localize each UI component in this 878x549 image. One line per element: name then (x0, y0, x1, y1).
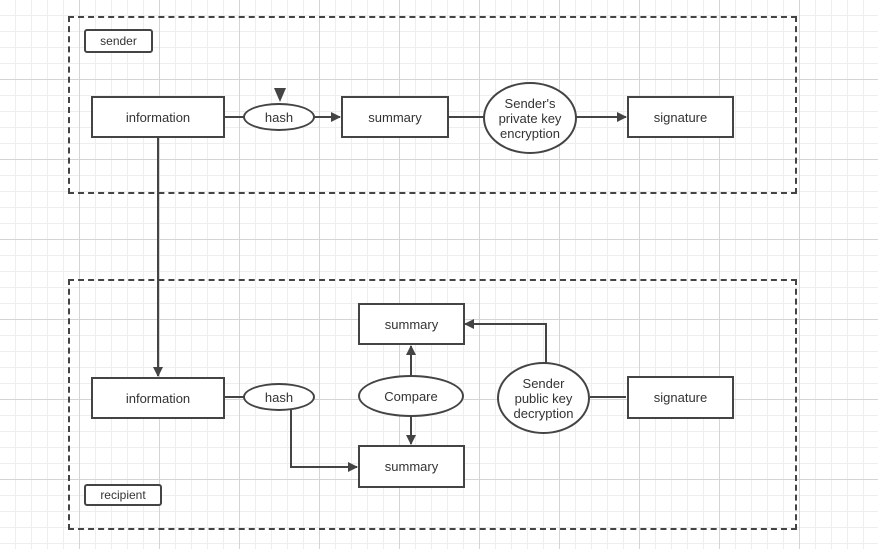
recipient-information-node: information (91, 377, 225, 419)
sender-information-node: information (91, 96, 225, 138)
sender-hash-node: hash (243, 103, 315, 131)
recipient-panel (68, 279, 797, 530)
recipient-signature-node: signature (627, 376, 734, 419)
edge-decryption-to-summary-top (464, 319, 547, 363)
recipient-compare-node: Compare (358, 375, 464, 417)
recipient-label: recipient (84, 484, 162, 506)
sender-label: sender (84, 29, 153, 53)
sender-signature-node: signature (627, 96, 734, 138)
recipient-decryption-node: Sender public key decryption (497, 362, 590, 434)
sender-summary-node: summary (341, 96, 449, 138)
recipient-summary-bottom-node: summary (358, 445, 465, 488)
edge-hash-to-summary-bottom (290, 410, 358, 472)
hash-top-arrowhead (274, 88, 286, 102)
recipient-hash-node: hash (243, 383, 315, 411)
recipient-summary-top-node: summary (358, 303, 465, 345)
sender-panel (68, 16, 797, 194)
sender-encryption-node: Sender's private key encryption (483, 82, 577, 154)
